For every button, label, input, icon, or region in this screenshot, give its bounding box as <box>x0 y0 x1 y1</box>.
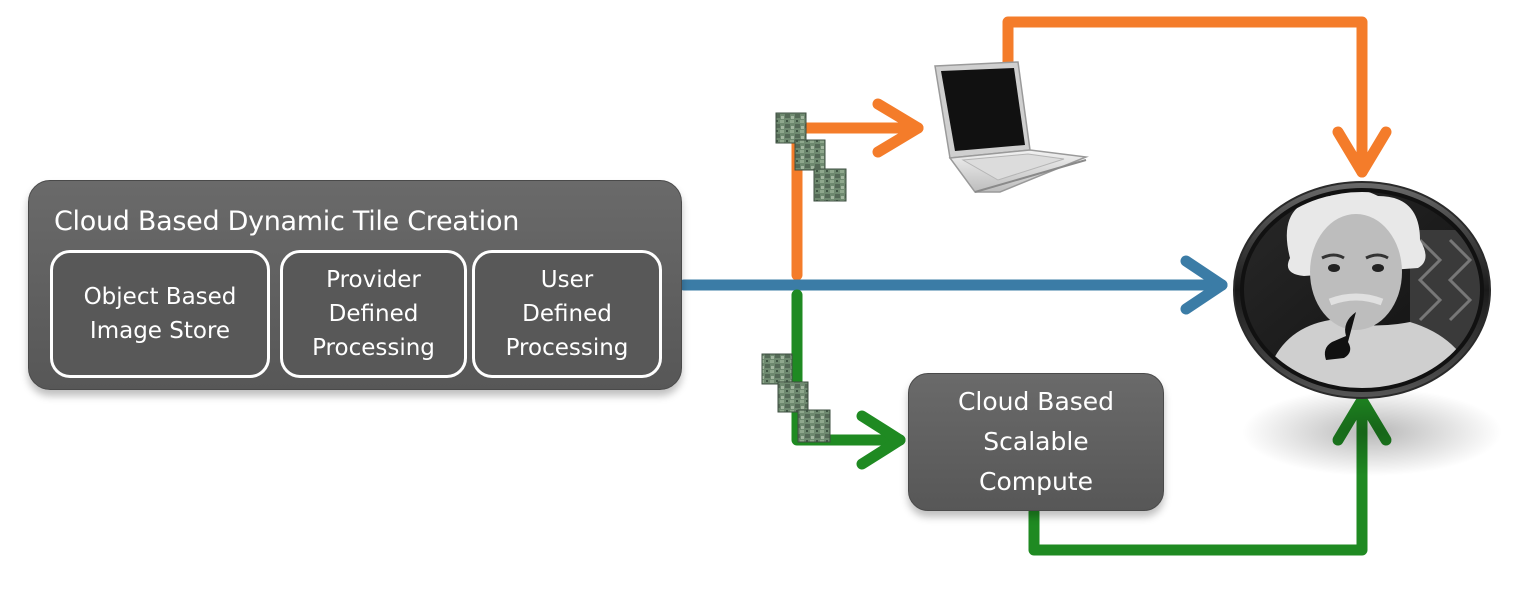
user-processing-line-2: Defined <box>522 301 612 327</box>
scalable-compute-box: Cloud Based Scalable Compute <box>908 373 1164 511</box>
user-portrait-icon <box>1233 181 1502 476</box>
provider-processing-line-3: Processing <box>312 335 435 361</box>
orange-arrowhead-laptop <box>872 98 924 158</box>
orange-top-loop <box>1002 16 1368 178</box>
blue-flow <box>678 255 1228 315</box>
green-vertical-line <box>791 289 906 446</box>
blue-arrowhead <box>1180 255 1228 315</box>
object-store-line-2: Image Store <box>89 318 231 344</box>
image-tile-icon <box>761 112 847 443</box>
user-processing-box: User Defined Processing <box>472 250 662 378</box>
provider-processing-box: Provider Defined Processing <box>280 250 467 378</box>
object-store-line-1: Object Based <box>83 284 237 310</box>
laptop-icon <box>934 61 1089 193</box>
object-store-box: Object Based Image Store <box>50 250 270 378</box>
user-processing-line-1: User <box>540 267 594 293</box>
compute-line-1: Cloud Based <box>957 387 1115 416</box>
tile-stack-upper <box>775 112 847 202</box>
green-arrowhead-compute <box>856 410 906 470</box>
provider-processing-line-2: Defined <box>328 301 419 327</box>
compute-line-3: Compute <box>978 467 1093 496</box>
tile-creation-title: Cloud Based Dynamic Tile Creation <box>54 206 520 237</box>
orange-arrowhead-person <box>1332 126 1392 178</box>
tile-stack-lower <box>761 353 831 443</box>
user-processing-line-3: Processing <box>505 335 629 361</box>
provider-processing-line-1: Provider <box>326 267 421 293</box>
green-bottom-loop <box>1028 396 1368 556</box>
compute-line-2: Scalable <box>983 427 1089 456</box>
